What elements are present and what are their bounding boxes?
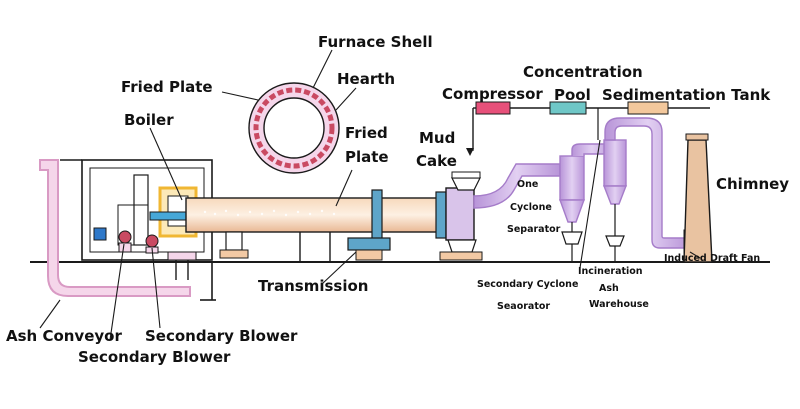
label-concentration: Concentration [523,63,643,81]
kiln-material [203,209,336,217]
compressor-unit [475,101,511,115]
label-ash-conveyor: Ash Conveyor [6,327,122,345]
blower-pedestal [167,251,197,261]
label-incineration: Incineration [578,266,643,277]
label-cyclone: Cyclone [510,202,552,213]
label-secondary-blower-2: Secondary Blower [78,348,231,366]
label-boiler: Boiler [124,111,174,129]
label-ash: Ash [599,283,619,294]
furnace-cross-section [248,82,340,174]
transmission-gear [347,237,391,251]
label-hearth: Hearth [337,70,396,88]
rotary-kiln-body [185,197,449,233]
chimney [683,139,713,263]
boiler-vertical-pipe [133,174,149,246]
label-fried-plate-kiln-1: Fried [345,124,388,142]
label-fried-plate-ring: Fried Plate [121,78,213,96]
label-compressor: Compressor [442,85,543,103]
kiln-tyre-1 [371,189,383,241]
label-secondary-blower-1: Secondary Blower [145,327,298,345]
label-fried-plate-kiln-2: Plate [345,148,389,166]
label-warehouse: Warehouse [589,299,649,310]
label-chimney: Chimney [716,175,790,193]
label-one: One [517,179,539,190]
control-box [93,227,107,241]
label-transmission: Transmission [258,277,369,295]
label-seaorator: Seaorator [497,301,551,312]
one-cyclone-separator [559,155,585,201]
secondary-blower-2 [145,234,159,248]
label-separator: Separator [507,224,561,235]
label-pool: Pool [554,86,591,104]
secondary-blower-1 [118,230,132,244]
label-sedimentation-tank: Sedimentation Tank [602,86,771,104]
label-secondary-cyclone: Secondary Cyclone [477,279,579,290]
kiln-tyre-2 [435,191,447,239]
kiln-feed-head [445,187,475,241]
label-furnace-shell: Furnace Shell [318,33,433,51]
ash-conveyor [39,159,191,297]
secondary-cyclone-separator [603,139,627,187]
label-mud: Mud [419,129,456,147]
label-induced-draft-fan: Induced Draft Fan [664,253,761,264]
label-cake: Cake [416,152,457,170]
